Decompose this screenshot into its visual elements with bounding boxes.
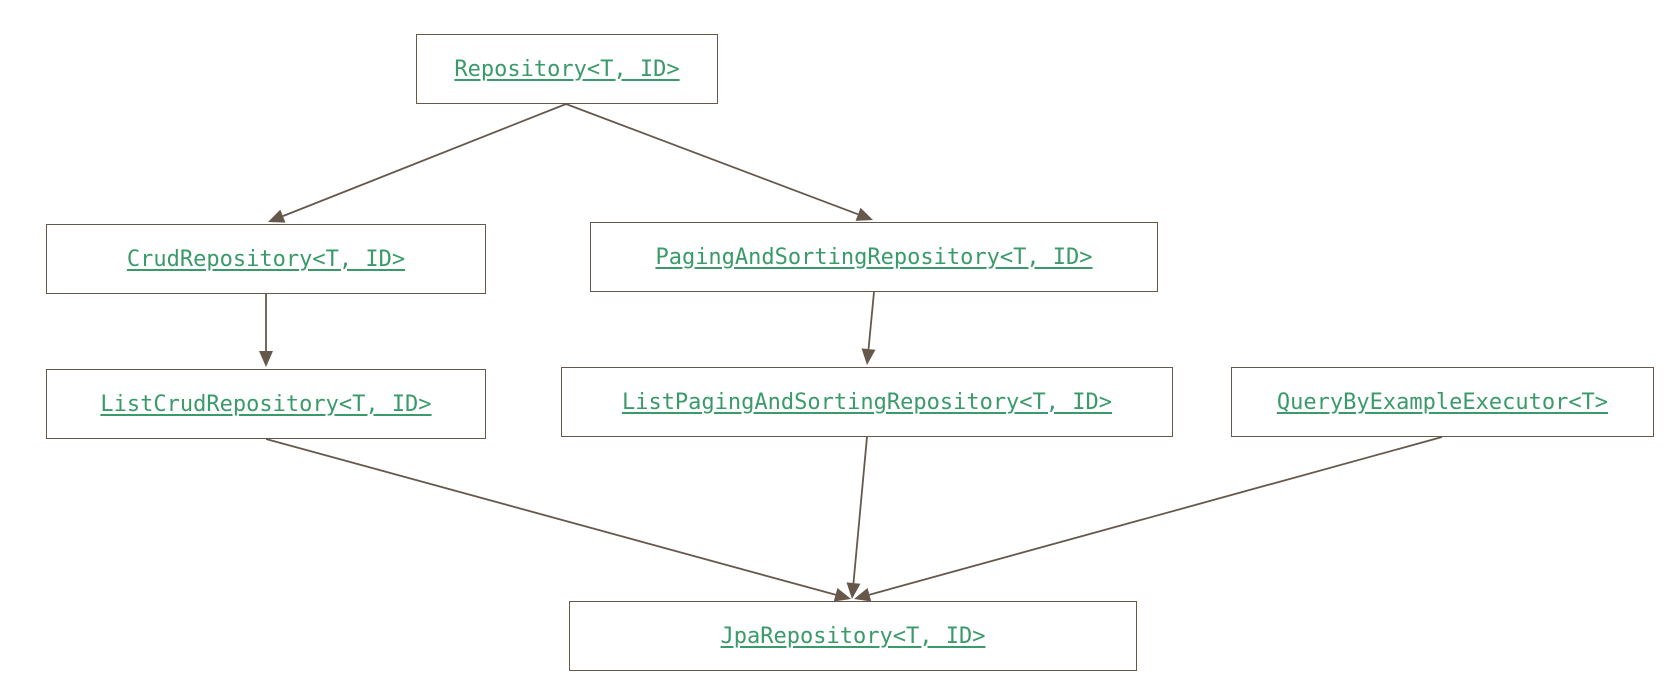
arrowhead-paging-to-list-paging <box>861 348 876 365</box>
node-repository: Repository<T, ID> <box>416 34 718 104</box>
node-list-crud-repository: ListCrudRepository<T, ID> <box>46 369 486 439</box>
link-repository[interactable]: Repository<T, ID> <box>454 56 680 82</box>
link-jpa-repository[interactable]: JpaRepository<T, ID> <box>720 623 986 649</box>
node-jpa-repository: JpaRepository<T, ID> <box>569 601 1137 671</box>
arrowhead-repository-to-paging <box>855 207 873 221</box>
arrowhead-list-crud-to-jpa <box>833 588 851 602</box>
edge-qbe-to-jpa <box>869 436 1443 596</box>
edge-repository-to-crud <box>282 103 567 217</box>
arrowhead-repository-to-crud <box>268 209 286 223</box>
node-paging-and-sorting-repository: PagingAndSortingRepository<T, ID> <box>590 222 1158 292</box>
link-crud-repository[interactable]: CrudRepository<T, ID> <box>126 246 406 272</box>
arrowhead-qbe-to-jpa <box>854 588 872 602</box>
edge-list-crud-to-jpa <box>265 438 836 596</box>
node-query-by-example-executor: QueryByExampleExecutor<T> <box>1231 367 1654 437</box>
link-list-paging-and-sorting-repository[interactable]: ListPagingAndSortingRepository<T, ID> <box>621 389 1113 415</box>
edge-paging-to-list-paging <box>867 291 875 350</box>
arrowhead-crud-to-list-crud <box>259 351 273 367</box>
link-paging-and-sorting-repository[interactable]: PagingAndSortingRepository<T, ID> <box>655 244 1093 270</box>
link-query-by-example-executor[interactable]: QueryByExampleExecutor<T> <box>1276 389 1609 415</box>
node-crud-repository: CrudRepository<T, ID> <box>46 224 486 294</box>
node-list-paging-and-sorting-repository: ListPagingAndSortingRepository<T, ID> <box>561 367 1173 437</box>
edge-repository-to-paging <box>565 103 859 216</box>
arrowhead-list-paging-to-jpa <box>846 582 861 599</box>
edge-list-paging-to-jpa <box>852 436 868 584</box>
link-list-crud-repository[interactable]: ListCrudRepository<T, ID> <box>100 391 432 417</box>
